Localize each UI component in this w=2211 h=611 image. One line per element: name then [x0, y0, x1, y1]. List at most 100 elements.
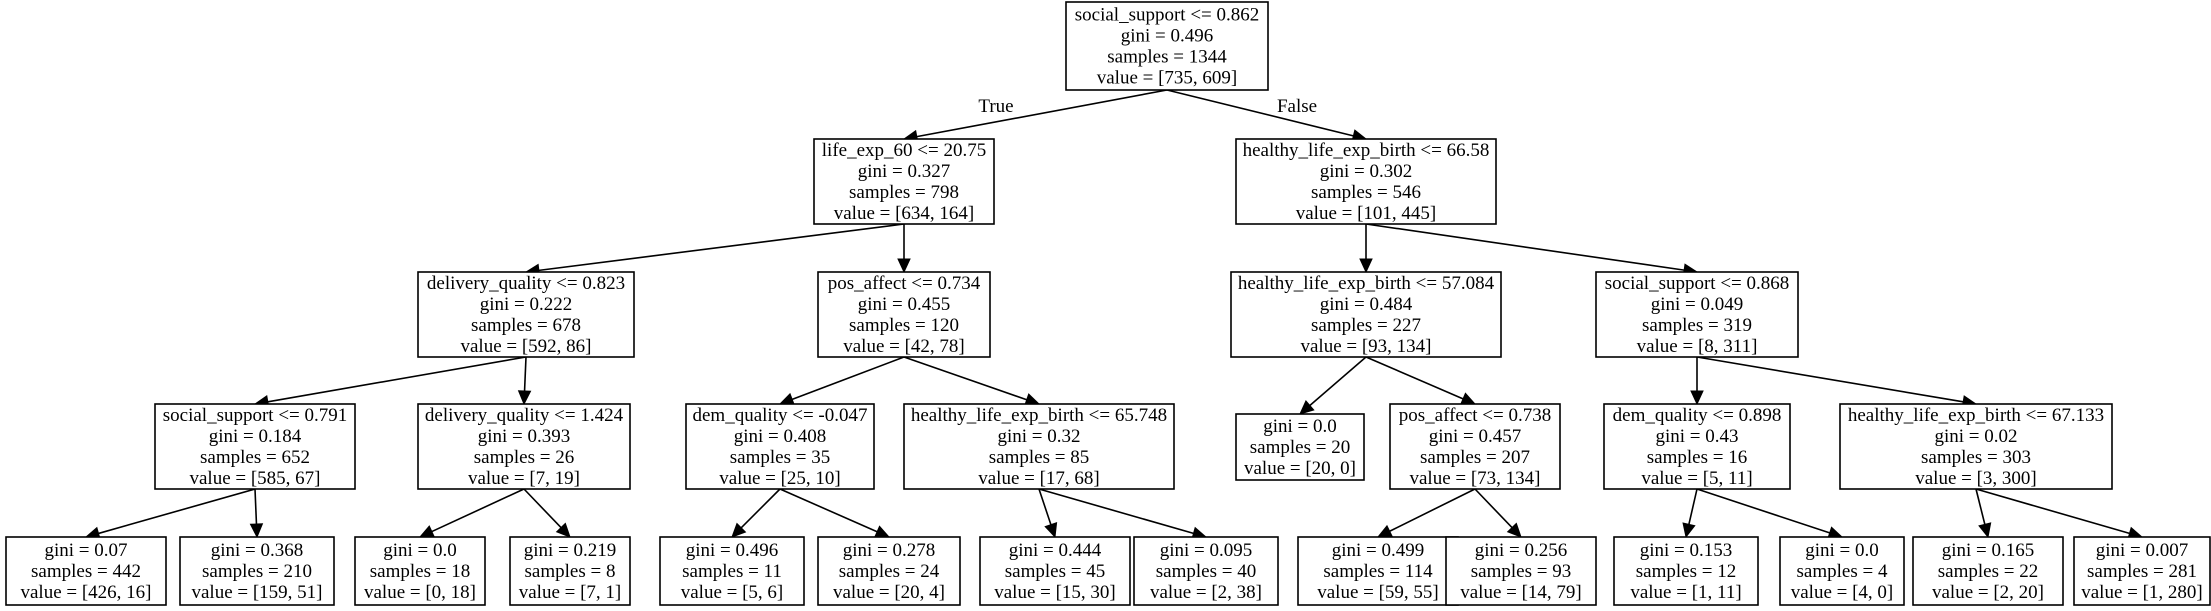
- edge-line: [1038, 488, 1052, 525]
- node-line: value = [2, 38]: [1150, 582, 1262, 603]
- edge-line: [523, 488, 562, 529]
- node-line: samples = 12: [1636, 561, 1736, 582]
- edge-n14-n27: [1975, 488, 1992, 539]
- edge-line: [538, 223, 905, 272]
- node-box: [1389, 403, 1561, 490]
- node-line: value = [20, 0]: [1244, 458, 1356, 479]
- node-line: samples = 26: [474, 447, 574, 468]
- edge-n4-n9: [778, 356, 905, 406]
- node-line: gini = 0.444: [1009, 540, 1102, 561]
- edge-n9-n19: [731, 488, 781, 538]
- node-box: [1613, 536, 1759, 606]
- node-line: value = [634, 164]: [834, 203, 975, 224]
- node-line: samples = 11: [682, 561, 782, 582]
- node-box: [685, 403, 875, 490]
- node-line: gini = 0.095: [1160, 540, 1253, 561]
- edge-n6-n14: [1696, 356, 1978, 409]
- arrowhead-icon: [1978, 522, 1992, 539]
- arrowhead-icon: [249, 523, 264, 539]
- node-line: samples = 4: [1797, 561, 1888, 582]
- edge-line: [98, 488, 256, 535]
- node-line: samples = 678: [471, 315, 581, 336]
- edge-line: [740, 488, 781, 529]
- edge-line: [1975, 488, 1986, 525]
- node-line: value = [5, 11]: [1641, 468, 1752, 489]
- node-line: samples = 546: [1311, 182, 1421, 203]
- node-line: delivery_quality <= 0.823: [427, 273, 625, 294]
- node-line: value = [0, 18]: [364, 582, 476, 603]
- node-line: samples = 227: [1311, 315, 1421, 336]
- arrowhead-icon: [1299, 400, 1315, 415]
- node-line: samples = 114: [1323, 561, 1433, 582]
- edge-n8-n18: [523, 488, 571, 538]
- arrowhead-icon: [418, 525, 436, 538]
- node-line: samples = 24: [839, 561, 940, 582]
- node-line: healthy_life_exp_birth <= 66.58: [1243, 140, 1490, 161]
- edge-line: [431, 488, 525, 533]
- arrowhead-icon: [1682, 522, 1696, 539]
- node-box: [813, 138, 995, 225]
- node-line: healthy_life_exp_birth <= 67.133: [1848, 405, 2104, 426]
- node-line: value = [426, 16]: [20, 582, 151, 603]
- node-line: value = [17, 68]: [978, 468, 1100, 489]
- node-box: [2073, 536, 2211, 606]
- node-line: gini = 0.007: [2096, 540, 2189, 561]
- edge-line: [1389, 488, 1476, 532]
- node-line: social_support <= 0.791: [163, 405, 348, 426]
- arrowhead-icon: [1044, 522, 1058, 539]
- node-box: [979, 536, 1131, 606]
- node-line: dem_quality <= -0.047: [693, 405, 868, 426]
- node-box: [509, 536, 631, 606]
- node-line: value = [5, 6]: [681, 582, 784, 603]
- edge-n6-n13: [1690, 357, 1704, 406]
- edge-n1-n3: [524, 223, 905, 278]
- node-line: pos_affect <= 0.734: [828, 273, 981, 294]
- edge-line: [1696, 488, 1830, 534]
- node-line: gini = 0.0: [1263, 416, 1337, 437]
- node-line: value = [59, 55]: [1317, 582, 1439, 603]
- edge-n4-n10: [903, 356, 1041, 406]
- edge-n3-n7: [253, 356, 527, 409]
- node-box: [154, 403, 356, 490]
- node-line: samples = 798: [849, 182, 959, 203]
- arrowhead-icon: [1359, 258, 1373, 274]
- edge-label-false: False: [1277, 96, 1317, 117]
- node-line: gini = 0.327: [858, 161, 951, 182]
- edge-n13-n26: [1696, 488, 1844, 540]
- node-line: value = [735, 609]: [1097, 68, 1238, 89]
- node-box: [354, 536, 486, 606]
- node-line: gini = 0.184: [209, 426, 302, 447]
- node-box: [1235, 413, 1365, 481]
- edge-line: [1696, 356, 1964, 403]
- edge-n2-n5: [1359, 224, 1373, 274]
- edge-line: [1365, 356, 1464, 400]
- node-line: value = [42, 78]: [843, 336, 965, 357]
- node-line: value = [93, 134]: [1300, 336, 1431, 357]
- node-line: samples = 281: [2087, 561, 2197, 582]
- node-line: value = [25, 10]: [719, 468, 841, 489]
- node-line: gini = 0.455: [858, 294, 951, 315]
- node-line: samples = 319: [1642, 315, 1752, 336]
- node-line: gini = 0.153: [1640, 540, 1733, 561]
- edge-line: [779, 488, 878, 533]
- node-line: gini = 0.02: [1934, 426, 2017, 447]
- node-box: [903, 403, 1175, 490]
- node-box: [1912, 536, 2064, 606]
- node-line: samples = 1344: [1107, 47, 1227, 68]
- node-line: samples = 210: [202, 561, 312, 582]
- node-line: samples = 16: [1647, 447, 1747, 468]
